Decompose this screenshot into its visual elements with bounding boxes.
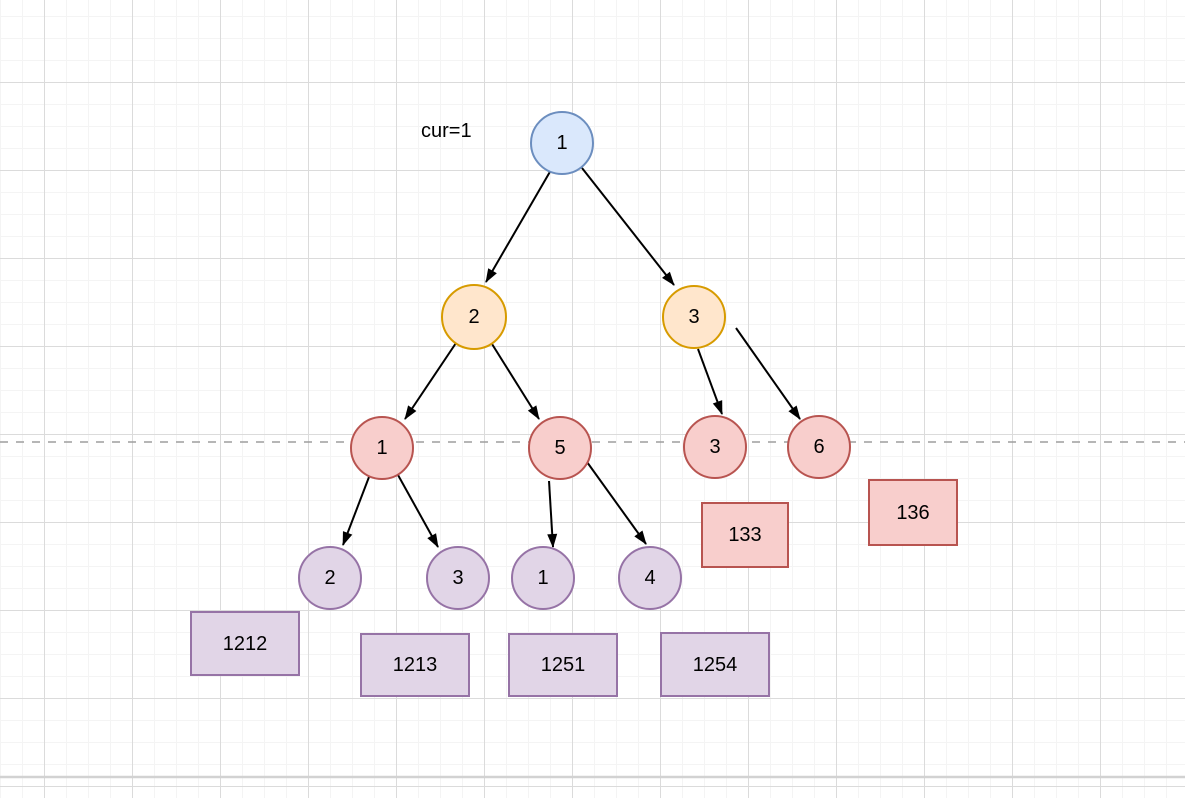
edge-L3-1-to-L4-2[interactable] bbox=[342, 476, 370, 546]
edge-L2-2-to-L3-1[interactable] bbox=[404, 342, 457, 420]
tree-node-L3-3[interactable]: 3 bbox=[683, 415, 747, 479]
tree-node-root[interactable]: 1 bbox=[530, 111, 594, 175]
tree-node-L3-6[interactable]: 6 bbox=[787, 415, 851, 479]
path-box-1213[interactable]: 1213 bbox=[360, 633, 470, 697]
edge-L3-5-to-L4-4[interactable] bbox=[586, 461, 647, 545]
tree-node-label: 1 bbox=[537, 567, 549, 589]
edge-root-to-L2-2[interactable] bbox=[485, 169, 552, 283]
tree-node-L4-2[interactable]: 2 bbox=[298, 546, 362, 610]
edge-L3-5-to-L4-1[interactable] bbox=[547, 480, 558, 548]
edge-root-to-L2-3[interactable] bbox=[581, 167, 675, 286]
path-box-1251[interactable]: 1251 bbox=[508, 633, 618, 697]
path-box-1254[interactable]: 1254 bbox=[660, 632, 770, 697]
tree-node-L4-1[interactable]: 1 bbox=[511, 546, 575, 610]
tree-node-label: 3 bbox=[452, 567, 464, 589]
tree-node-label: 1 bbox=[556, 132, 568, 154]
tree-node-label: 2 bbox=[324, 567, 336, 589]
path-box-label: 133 bbox=[728, 524, 762, 546]
path-box-133[interactable]: 133 bbox=[701, 502, 789, 568]
tree-node-label: 5 bbox=[554, 437, 566, 459]
edge-L3-1-to-L4-3[interactable] bbox=[397, 474, 439, 548]
path-box-label: 1251 bbox=[540, 654, 586, 676]
tree-node-label: 4 bbox=[644, 567, 656, 589]
path-box-label: 1254 bbox=[692, 653, 738, 676]
cur-pointer-label: cur=1 bbox=[421, 120, 472, 142]
tree-node-L3-5[interactable]: 5 bbox=[528, 416, 592, 480]
tree-node-L4-3[interactable]: 3 bbox=[426, 546, 490, 610]
path-box-label: 1212 bbox=[222, 632, 268, 655]
tree-node-L2-3[interactable]: 3 bbox=[662, 285, 726, 349]
tree-node-L4-4[interactable]: 4 bbox=[618, 546, 682, 610]
edge-L2-2-to-L3-5[interactable] bbox=[491, 343, 540, 420]
edge-L2-3-to-L3-6[interactable] bbox=[735, 327, 801, 420]
tree-node-label: 1 bbox=[376, 437, 388, 459]
tree-node-label: 2 bbox=[468, 306, 480, 328]
path-box-136[interactable]: 136 bbox=[868, 479, 958, 546]
tree-node-L2-2[interactable]: 2 bbox=[441, 284, 507, 350]
path-box-label: 1213 bbox=[392, 654, 438, 676]
path-box-label: 136 bbox=[896, 501, 930, 524]
edge-L2-3-to-L3-3[interactable] bbox=[697, 348, 723, 415]
tree-node-label: 6 bbox=[813, 436, 825, 458]
tree-node-label: 3 bbox=[709, 436, 721, 458]
tree-node-label: 3 bbox=[688, 306, 700, 328]
path-box-1212[interactable]: 1212 bbox=[190, 611, 300, 676]
tree-node-L3-1[interactable]: 1 bbox=[350, 416, 414, 480]
